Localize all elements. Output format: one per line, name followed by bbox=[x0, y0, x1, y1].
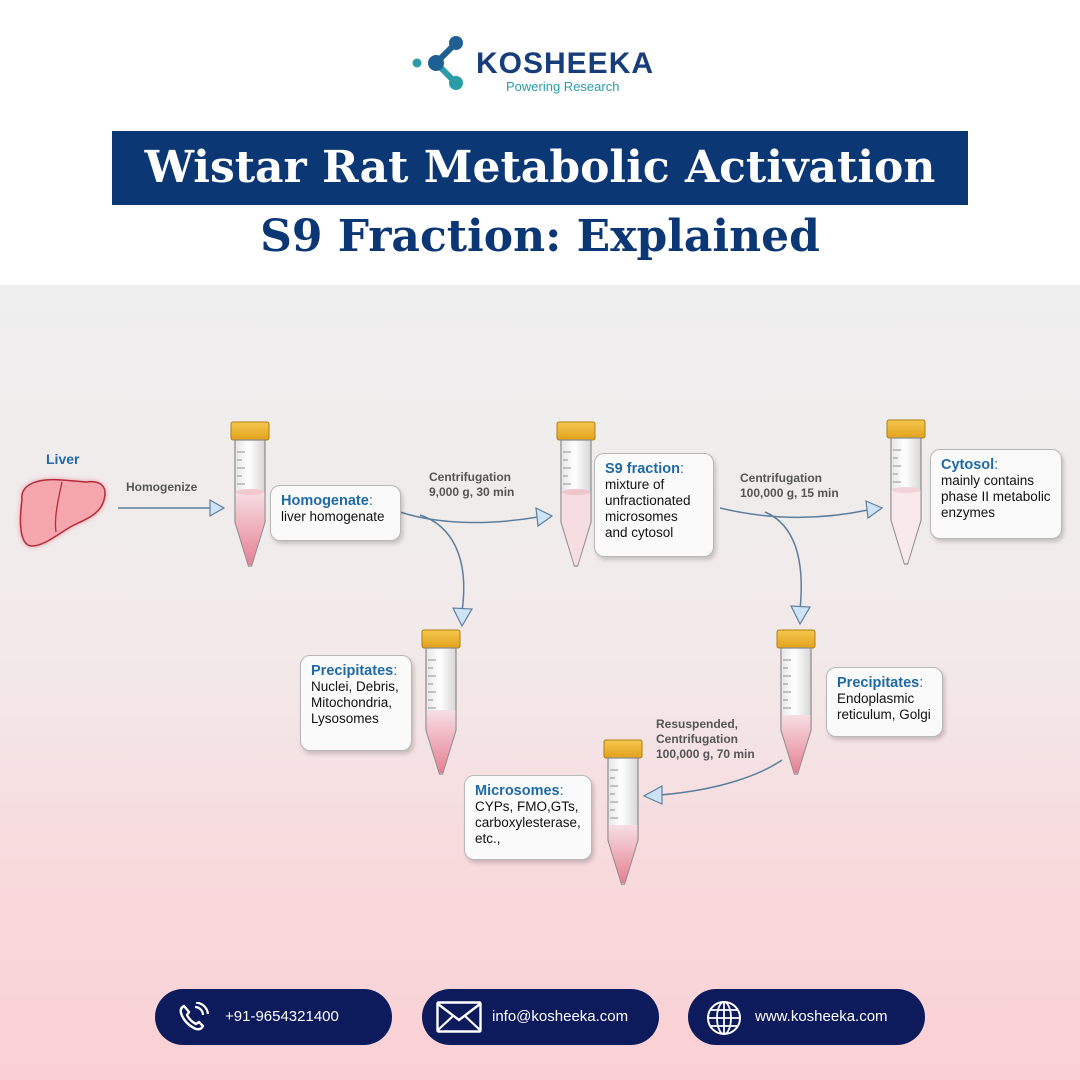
email-pill[interactable]: info@kosheeka.com bbox=[422, 989, 659, 1045]
phone-icon bbox=[179, 1002, 210, 1031]
arrow-icon bbox=[118, 498, 226, 518]
tube-icon bbox=[776, 629, 816, 775]
box-precipitates-1: Precipitates: Nuclei, Debris, Mitochondr… bbox=[300, 655, 412, 751]
phone-number[interactable]: +91-9654321400 bbox=[225, 1008, 339, 1025]
tube-icon bbox=[886, 419, 926, 565]
globe-icon bbox=[707, 1001, 741, 1035]
box-cytosol: Cytosol: mainly contains phase II metabo… bbox=[930, 449, 1062, 539]
phone-pill[interactable]: +91-9654321400 bbox=[155, 989, 392, 1045]
website-url[interactable]: www.kosheeka.com bbox=[755, 1008, 888, 1025]
arrow-icon bbox=[452, 500, 884, 805]
box-microsomes: Microsomes: CYPs, FMO,GTs, carboxylester… bbox=[464, 775, 592, 860]
brand-tagline: Powering Research bbox=[506, 79, 620, 94]
brand-name: KOSHEEKA bbox=[476, 47, 655, 80]
title-band bbox=[112, 131, 968, 205]
website-pill[interactable]: www.kosheeka.com bbox=[688, 989, 925, 1045]
liver-icon bbox=[19, 478, 106, 547]
box-precipitates-2: Precipitates: Endoplasmic reticulum, Gol… bbox=[826, 667, 943, 737]
step-centrifugation-2: Centrifugation 100,000 g, 15 min bbox=[740, 471, 839, 500]
page-title: Wistar Rat Metabolic Activation bbox=[144, 142, 936, 193]
page-subtitle: S9 Fraction: Explained bbox=[260, 211, 820, 262]
tube-icon bbox=[603, 739, 643, 885]
tube-icon bbox=[556, 421, 596, 567]
logo-icon bbox=[412, 36, 463, 90]
tube-icon bbox=[421, 629, 461, 775]
step-homogenize: Homogenize bbox=[126, 480, 198, 494]
step-centrifugation-3: Resuspended, Centrifugation 100,000 g, 7… bbox=[656, 717, 755, 761]
mail-icon bbox=[436, 1001, 482, 1033]
box-s9-fraction: S9 fraction: mixture of unfractionated m… bbox=[594, 453, 714, 557]
box-homogenate: Homogenate: liver homogenate bbox=[270, 485, 401, 541]
tube-icon bbox=[230, 421, 270, 567]
liver-label: Liver bbox=[46, 451, 80, 467]
email-address[interactable]: info@kosheeka.com bbox=[492, 1008, 629, 1025]
arrow-icon bbox=[399, 507, 869, 796]
step-centrifugation-1: Centrifugation 9,000 g, 30 min bbox=[429, 470, 515, 499]
